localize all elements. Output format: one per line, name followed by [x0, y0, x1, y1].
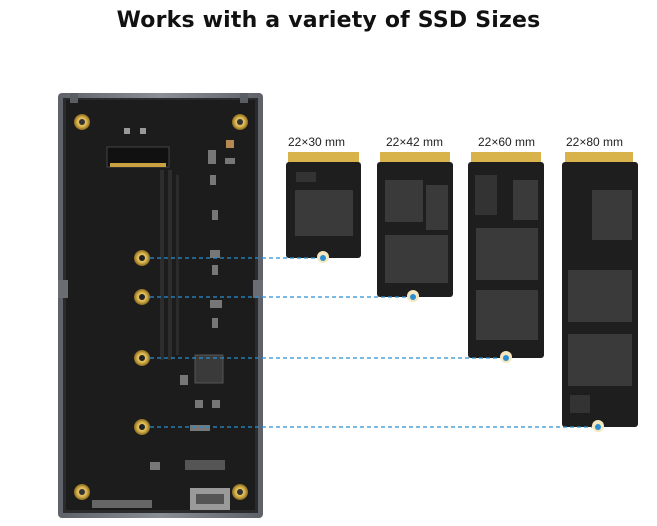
- m2-slot-connector: [106, 128, 170, 168]
- size-label-2230: 22×30 mm: [288, 135, 346, 149]
- ssd-card-2242: [377, 152, 453, 302]
- corner-screw-icon: [74, 114, 248, 500]
- mount-hole-2242-icon: [134, 289, 150, 305]
- ssd-card-2230: [286, 152, 361, 263]
- size-label-2242: 22×42 mm: [386, 135, 444, 149]
- mount-hole-2280-icon: [134, 419, 150, 435]
- page-title: Works with a variety of SSD Sizes: [116, 8, 541, 33]
- connector-endpoint-dots: [320, 255, 601, 430]
- dashed-connector-lines: [150, 257, 592, 428]
- ssd-card-2260: [468, 152, 544, 363]
- mount-hole-2230-icon: [134, 250, 150, 266]
- size-label-2280: 22×80 mm: [566, 135, 624, 149]
- pcb-components: [92, 140, 235, 510]
- ssd-card-2280: [562, 152, 638, 432]
- size-label-2260: 22×60 mm: [478, 135, 536, 149]
- mount-hole-2260-icon: [134, 350, 150, 366]
